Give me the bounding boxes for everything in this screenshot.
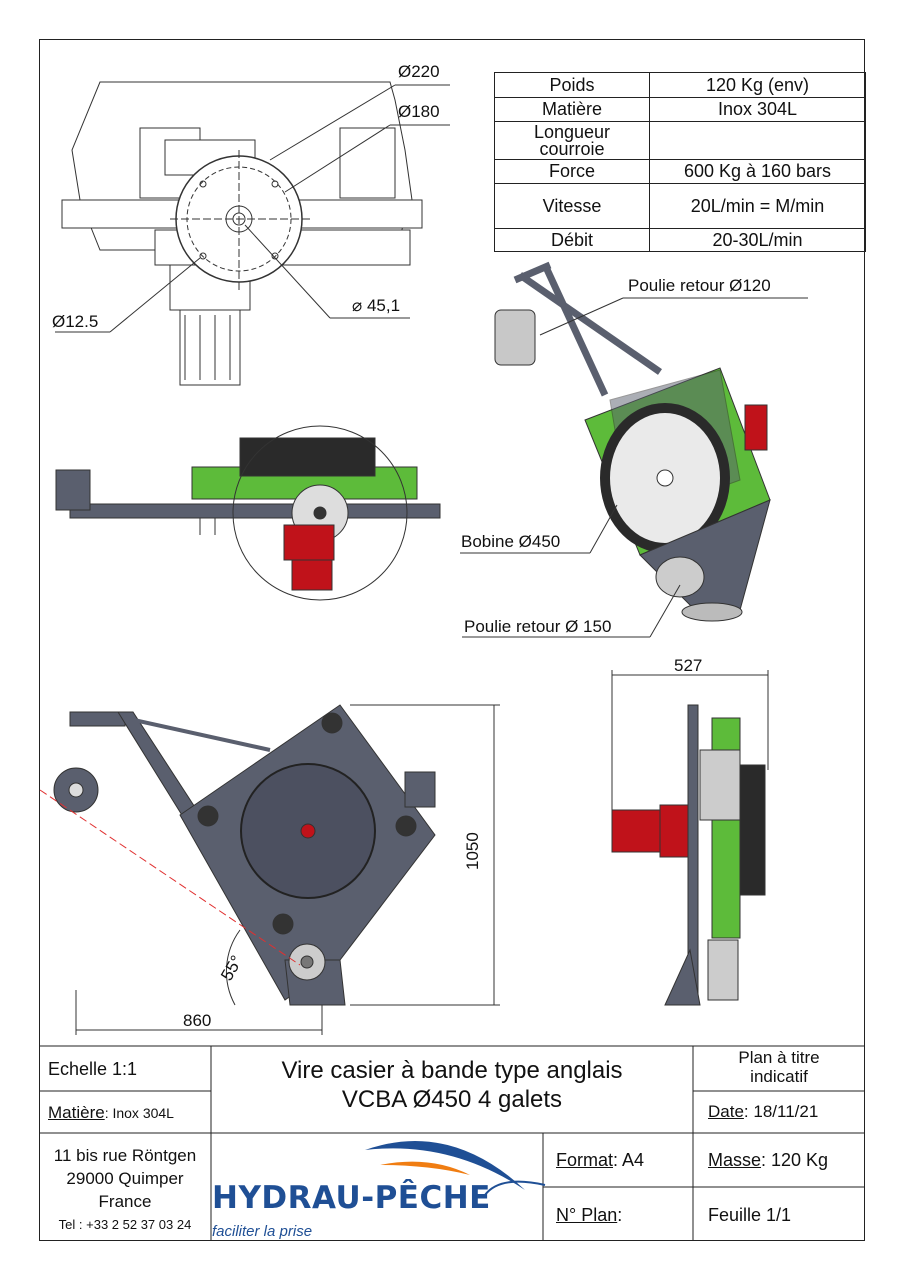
spec-value: 120 Kg (env) [649, 72, 866, 98]
tb-date: Date: 18/11/21 [708, 1102, 818, 1122]
dim-d45-1-value: 45,1 [366, 296, 401, 315]
tb-plan-no: N° Plan: [556, 1205, 622, 1226]
callout-poulie-150: Poulie retour Ø 150 [464, 617, 612, 636]
dim-860: 860 [183, 1011, 212, 1030]
spec-value [649, 121, 866, 160]
callout-leaders [460, 297, 808, 638]
logo-swoosh [365, 1141, 546, 1196]
tb-title-line1: Vire casier à bande type anglais [281, 1057, 623, 1084]
company-tagline: faciliter la prise [212, 1223, 313, 1240]
tb-plan-note-1: Plan à titre [738, 1048, 820, 1067]
tb-plan-note-2: indicatif [750, 1067, 808, 1086]
tb-address-1: 11 bis rue Röntgen [53, 1146, 197, 1165]
title-block-grid [39, 1045, 865, 1241]
spec-label: Débit [494, 228, 650, 252]
top-view [55, 81, 450, 386]
tb-format-value: : A4 [613, 1150, 645, 1170]
tb-date-value: : 18/11/21 [743, 1102, 819, 1121]
profile-view [611, 670, 769, 1006]
drawing-frame [39, 39, 865, 1241]
tb-address-3: France [98, 1192, 152, 1211]
company-logo: HYDRAU-PÊCHE [212, 1180, 491, 1216]
tb-matiere-value: : Inox 304L [104, 1105, 174, 1121]
spec-label-text: Longueur courroie [533, 121, 611, 159]
dim-d45-1: ⌀ 45,1 [352, 297, 400, 315]
front-view [39, 704, 500, 1035]
tb-matiere: Matière: Inox 304L [48, 1103, 174, 1123]
tb-plan-no-value: : [617, 1205, 623, 1225]
diameter-icon: ⌀ [352, 296, 367, 315]
tb-plan-note: Plan à titre indicatif [693, 1048, 865, 1086]
callout-poulie-120: Poulie retour Ø120 [628, 276, 771, 295]
tb-masse: Masse: 120 Kg [708, 1150, 828, 1171]
tb-address: 11 bis rue Röntgen 29000 Quimper France … [39, 1144, 211, 1236]
tb-feuille: Feuille 1/1 [708, 1205, 792, 1225]
tb-phone: Tel : +33 2 52 37 03 24 [58, 1217, 192, 1232]
dim-527: 527 [674, 656, 703, 675]
tb-format: Format: A4 [556, 1150, 644, 1171]
tb-echelle: Echelle 1:1 [48, 1059, 138, 1079]
dim-1050: 1050 [463, 832, 482, 870]
dim-d220: Ø220 [398, 62, 440, 81]
iso-view [494, 261, 771, 622]
side-view [55, 425, 441, 601]
tb-title: Vire casier à bande type anglais VCBA Ø4… [211, 1056, 693, 1114]
spec-value: 20-30L/min [649, 228, 866, 252]
tb-format-label: Format [556, 1150, 614, 1170]
tb-address-2: 29000 Quimper [66, 1169, 184, 1188]
spec-value: 600 Kg à 160 bars [649, 159, 866, 184]
tb-matiere-label: Matière [48, 1103, 105, 1122]
dim-d180: Ø180 [398, 102, 440, 121]
spec-label: Vitesse [494, 183, 650, 229]
tb-masse-label: Masse [708, 1150, 762, 1170]
tb-title-line2: VCBA Ø450 4 galets [341, 1086, 563, 1113]
spec-value: 20L/min = M/min [649, 183, 866, 229]
tb-plan-no-label: N° Plan [556, 1205, 618, 1225]
tb-date-label: Date [708, 1102, 744, 1121]
tb-masse-value: : 120 Kg [761, 1150, 829, 1170]
callout-bobine: Bobine Ø450 [461, 532, 561, 551]
dim-d12-5: Ø12.5 [52, 312, 99, 331]
